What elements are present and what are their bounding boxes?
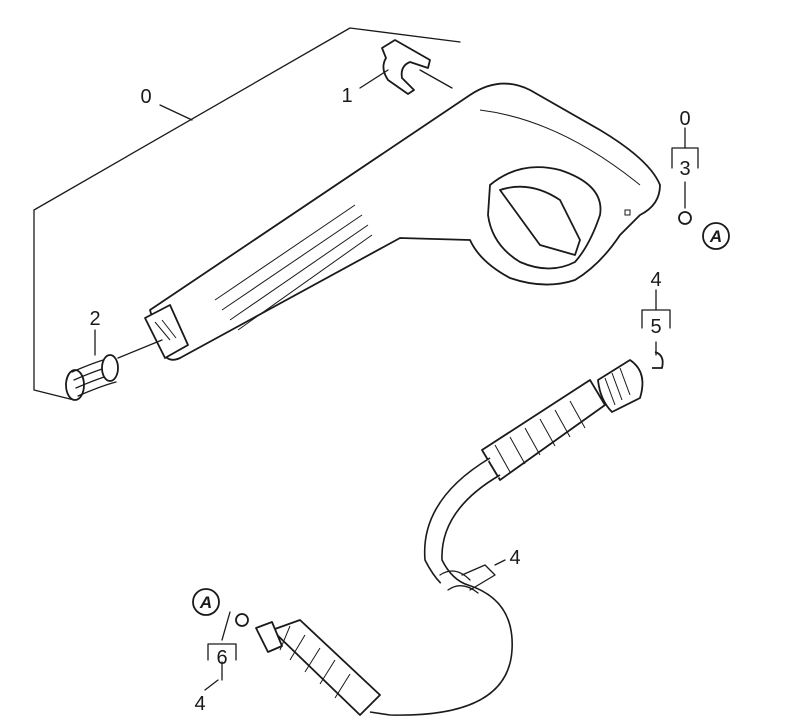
o-ring-right bbox=[678, 211, 692, 225]
o-ring-small bbox=[652, 351, 664, 369]
label-1: 1 bbox=[341, 85, 352, 107]
label-0: 0 bbox=[140, 86, 151, 108]
spray-gun-handle bbox=[144, 82, 661, 361]
hose-label-bracket bbox=[461, 564, 496, 591]
marker-a-right-text: A bbox=[709, 227, 722, 246]
clip-part bbox=[359, 39, 453, 95]
label-4-middle: 4 bbox=[509, 547, 520, 569]
label-3: 3 bbox=[679, 158, 690, 180]
label-4-bottom: 4 bbox=[194, 693, 205, 715]
marker-a-left: A bbox=[192, 588, 220, 616]
hose-coupling-bottom bbox=[255, 619, 381, 716]
marker-a-right: A bbox=[702, 222, 730, 250]
marker-a-left-text: A bbox=[199, 593, 212, 612]
hose-line bbox=[369, 457, 513, 716]
assembly-bracket bbox=[33, 27, 461, 401]
label-6: 6 bbox=[216, 647, 227, 669]
hose-coupling-top bbox=[481, 359, 644, 481]
label-5: 5 bbox=[650, 316, 661, 338]
o-ring-left bbox=[235, 613, 249, 627]
label-0-right: 0 bbox=[679, 108, 690, 130]
bracket-6 bbox=[207, 643, 237, 661]
label-2: 2 bbox=[89, 308, 100, 330]
spring-part bbox=[65, 329, 163, 401]
label-4-top: 4 bbox=[650, 269, 661, 291]
